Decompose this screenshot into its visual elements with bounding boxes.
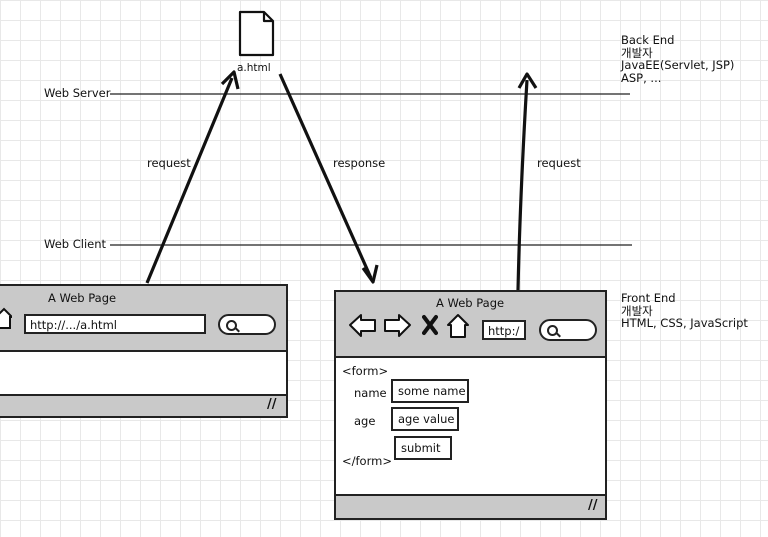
right-browser-content: <form> name some name age age value subm… — [336, 356, 605, 496]
request-arrow-left — [145, 77, 234, 284]
home-icon[interactable] — [0, 306, 12, 332]
forward-arrow-icon[interactable] — [382, 312, 412, 340]
backend-note-line: JavaEE(Servlet, JSP) — [621, 58, 735, 72]
search-icon — [226, 320, 237, 331]
backend-note: Back End 개발자 JavaEE(Servlet, JSP) ASP, .… — [621, 34, 734, 84]
name-label: name — [354, 386, 387, 400]
response-arrowhead — [361, 264, 379, 284]
resize-grip-icon[interactable]: // — [267, 397, 277, 412]
submit-button[interactable]: submit — [394, 436, 452, 460]
right-browser-window: A Web Page http:/ <form> name some name … — [334, 290, 607, 520]
request-label-left: request — [147, 156, 191, 170]
frontend-note-line: HTML, CSS, JavaScript — [621, 316, 748, 330]
response-label: response — [333, 156, 386, 170]
left-browser-window: A Web Page http://.../a.html // — [0, 284, 288, 418]
form-close-tag: </form> — [342, 454, 392, 468]
home-icon[interactable] — [446, 312, 470, 340]
age-input[interactable]: age value — [391, 407, 459, 431]
backend-note-line: ASP, ... — [621, 70, 662, 85]
frontend-note: Front End 개발자 HTML, CSS, JavaScript — [621, 292, 748, 330]
request-label-right: request — [537, 156, 581, 170]
left-url-bar[interactable]: http://.../a.html — [24, 314, 206, 334]
web-server-label: Web Server — [44, 86, 111, 100]
search-icon — [547, 325, 558, 336]
frontend-note-line: Front End — [621, 291, 676, 305]
frontend-note-line: 개발자 — [621, 303, 653, 318]
right-browser-title: A Web Page — [436, 296, 505, 310]
right-url-bar[interactable]: http:/ — [482, 320, 526, 340]
left-browser-content — [0, 350, 286, 396]
back-arrow-icon[interactable] — [348, 312, 378, 340]
left-browser-title: A Web Page — [48, 291, 117, 305]
web-client-label: Web Client — [44, 237, 107, 251]
request-arrowhead-right — [517, 72, 538, 89]
right-search-box[interactable] — [539, 319, 597, 341]
form-open-tag: <form> — [342, 364, 389, 378]
age-label: age — [354, 414, 376, 428]
response-arrow — [278, 73, 373, 279]
backend-note-line: Back End — [621, 33, 675, 47]
file-icon — [238, 10, 275, 57]
resize-grip-icon[interactable]: // — [588, 498, 598, 513]
close-icon[interactable] — [422, 314, 438, 336]
name-input[interactable]: some name — [391, 379, 469, 403]
left-search-box[interactable] — [218, 314, 276, 335]
file-name: a.html — [237, 62, 271, 74]
request-arrowhead-left — [220, 70, 240, 90]
backend-note-line: 개발자 — [621, 45, 653, 60]
